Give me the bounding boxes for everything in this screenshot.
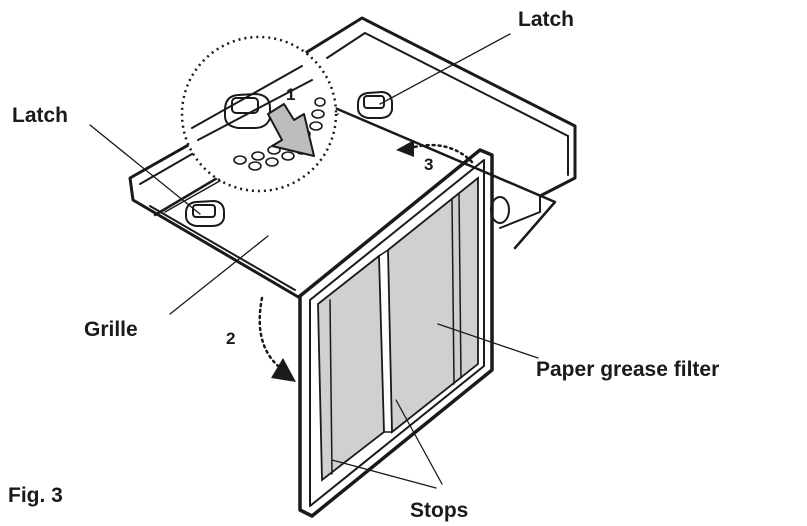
- step-number-2: 2: [226, 329, 235, 348]
- leader-latch-left: [89, 124, 201, 215]
- figure-caption: Fig. 3: [8, 484, 63, 507]
- step-3-arrow: [396, 140, 474, 164]
- step-number-1: 1: [286, 85, 295, 104]
- step-number-3: 3: [424, 155, 433, 174]
- leader-stops-left: [331, 459, 437, 489]
- leader-filter: [437, 323, 539, 359]
- push-arrow: [267, 103, 315, 157]
- latch-label-top: Latch: [518, 8, 574, 31]
- latch-top: [357, 91, 393, 119]
- latch-detail-magnifier: [180, 35, 338, 193]
- latch-left: [185, 200, 225, 227]
- latch-label-left: Latch: [12, 104, 68, 127]
- filter-label: Paper grease filter: [536, 358, 719, 381]
- grille-label: Grille: [84, 318, 138, 341]
- leader-latch-top: [379, 33, 511, 105]
- stops-label: Stops: [410, 499, 468, 522]
- step-2-arrow: [258, 296, 296, 382]
- leader-lines: [89, 33, 539, 489]
- leader-stops-right: [395, 399, 443, 485]
- leader-grille: [169, 235, 269, 315]
- paper-grease-filter: [298, 148, 494, 518]
